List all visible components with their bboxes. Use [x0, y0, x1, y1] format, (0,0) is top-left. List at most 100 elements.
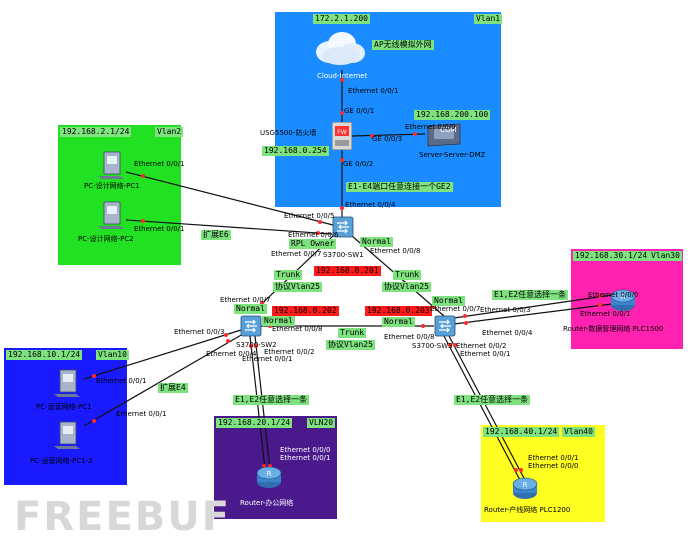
port-pc4: Ethernet 0/0/1 [116, 410, 167, 418]
vlan10-name-label: Vlan10 [96, 350, 129, 360]
link-pc1-sw1 [125, 171, 334, 226]
cloud-note: AP无线模拟外网 [372, 40, 434, 50]
port-sw3-e2: Ethernet 0/0/2 [456, 342, 507, 350]
zone-vlan40 [481, 425, 605, 522]
vlan1-net-label: 172.2.1.200 [313, 14, 370, 24]
link-sw3-prod-b [448, 335, 527, 483]
port-sw3-e3: Ethernet 0/0/3 [480, 306, 531, 314]
note-e1e4: E1-E4端口任意连接一个GE2 [346, 182, 453, 192]
note-pick-office: E1,E2任意选择一条 [233, 395, 310, 405]
note-normal-sw1: Normal [360, 237, 393, 247]
server-ip: 192.168.200.100 [414, 110, 491, 120]
zone-vlan2 [58, 125, 181, 265]
router-prod-name: Router-产线网络 PLC1200 [484, 506, 571, 514]
pc4-icon[interactable] [52, 420, 82, 450]
server-icon[interactable] [424, 120, 464, 148]
sw1-name: S3700-SW1 [323, 251, 364, 259]
port-sw3-e8: Ethernet 0/0/8 [384, 333, 435, 341]
port-fw-sw1-b: Ethernet 0/0/4 [345, 201, 396, 209]
vlan40-net-label: 192.168.40.1/24 [483, 427, 560, 437]
sw2-name: S3700-SW2 [236, 341, 277, 349]
link-sw2-pc4 [83, 333, 244, 427]
router-prod-icon[interactable]: R [512, 476, 538, 500]
pc4-name: PC-运营网络-PC1-2 [30, 457, 93, 465]
router-office-icon[interactable]: R [256, 465, 282, 489]
port-fw-srv-b: Ethernet 0/0/0 [405, 123, 456, 131]
cloud-name: Cloud-Internet [317, 72, 368, 80]
port-sw2-e4: Ethernet 0/0/4 [206, 350, 257, 358]
note-normal-sw3-top: Normal [432, 296, 465, 306]
sw2-icon[interactable] [240, 315, 262, 337]
sw1-icon[interactable] [332, 216, 354, 238]
port-ro-1: Ethernet 0/0/1 [280, 454, 331, 462]
sw1-role: RPL Owner [289, 239, 337, 249]
vlan40-name-label: Vlan40 [562, 427, 595, 437]
link-sw2-office-b [254, 335, 272, 479]
vlan1-name-label: Vlan1 [474, 14, 503, 24]
note-trunk-left: Trunk [274, 270, 303, 280]
port-sw2-e7: Ethernet 0/0/7 [220, 296, 271, 304]
note-ext-e6: 扩展E6 [201, 230, 231, 240]
port-rm-0: Ethernet 0/0/0 [588, 291, 639, 299]
port-fw-srv-a: GE 0/0/3 [372, 135, 403, 143]
svg-text:R: R [621, 293, 626, 301]
port-rp-0: Ethernet 0/0/0 [528, 462, 579, 470]
pc2-name: PC-设计网络-PC2 [78, 235, 134, 243]
port-cloud-fw-a: Ethernet 0/0/1 [348, 87, 399, 95]
note-normal-sw2-top: Normal [234, 304, 267, 314]
port-sw3-e1: Ethernet 0/0/1 [460, 350, 511, 358]
port-fw-sw1-a: GE 0/0/2 [343, 160, 374, 168]
server-name: Server-Server-DMZ [419, 151, 486, 159]
pc1-icon[interactable] [96, 150, 126, 180]
port-ro-0: Ethernet 0/0/0 [280, 446, 331, 454]
firewall-ip: 192.168.0.254 [262, 146, 329, 156]
note-pick-mgmt: E1,E2任意选择一条 [492, 290, 569, 300]
sw3-name: S3700-SW3 [412, 342, 453, 350]
link-sw3-mgmt-b [453, 303, 613, 325]
vlan20-name-label: VLN20 [307, 418, 336, 428]
svg-text:R: R [267, 470, 272, 478]
svg-text:R: R [523, 481, 528, 489]
zone-vlan20 [214, 416, 337, 519]
port-sw1-e8: Ethernet 0/0/8 [370, 247, 421, 255]
server-badge: COM [440, 126, 457, 134]
link-sw3-prod-a [443, 335, 522, 483]
router-mgmt-name: Router-数据管理网络 PLC1500 [563, 325, 664, 333]
vlan30-net-label: 192.168.30.1/24 [573, 251, 650, 261]
note-normal-sw3-left: Normal [382, 317, 415, 327]
port-sw1-e7: Ethernet 0/0/7 [271, 250, 322, 258]
svg-text:FW: FW [337, 129, 346, 136]
port-sw2-e1: Ethernet 0/0/1 [242, 355, 293, 363]
port-rm-1: Ethernet 0/0/1 [580, 310, 631, 318]
note-proto-left: 协议Vlan25 [273, 282, 322, 292]
port-sw2-e2: Ethernet 0/0/2 [264, 348, 315, 356]
port-sw2-e3: Ethernet 0/0/3 [174, 328, 225, 336]
link-sw3-mgmt-a [453, 294, 613, 319]
firewall-name: USG5500-防火墙 [260, 129, 317, 137]
sw3-icon[interactable] [434, 315, 456, 337]
port-sw3-e7: Ethernet 0/0/7 [430, 305, 481, 313]
note-trunk-right: Trunk [393, 270, 422, 280]
port-sw3-e4: Ethernet 0/0/4 [482, 329, 533, 337]
firewall-icon[interactable]: FW [331, 121, 353, 151]
pc2-icon[interactable] [96, 200, 126, 230]
note-proto-right: 协议Vlan25 [382, 282, 431, 292]
router-mgmt-icon[interactable]: R [610, 288, 636, 312]
port-pc1: Ethernet 0/0/1 [134, 160, 185, 168]
vlan2-net-label: 192.168.2.1/24 [60, 127, 132, 137]
port-cloud-fw-b: GE 0/0/1 [344, 107, 375, 115]
vlan10-net-label: 192.168.10.1/24 [6, 350, 83, 360]
sw2-ip: 192.168.0.202 [272, 306, 339, 316]
note-ext-e4: 扩展E4 [158, 383, 188, 393]
port-sw2-e8: Ethernet 0/0/8 [272, 325, 323, 333]
port-pc2: Ethernet 0/0/1 [134, 225, 185, 233]
link-fw-server [351, 133, 426, 137]
port-sw1-e6: Ethernet 0/0/6 [288, 231, 339, 239]
note-pick-prod: E1,E2任意选择一条 [454, 395, 531, 405]
port-rp-1: Ethernet 0/0/1 [528, 454, 579, 462]
port-pc3: Ethernet 0/0/1 [96, 377, 147, 385]
note-trunk-mid: Trunk [338, 328, 367, 338]
cloud-icon[interactable] [312, 28, 368, 68]
vlan2-name-label: Vlan2 [155, 127, 184, 137]
pc3-icon[interactable] [52, 368, 82, 398]
